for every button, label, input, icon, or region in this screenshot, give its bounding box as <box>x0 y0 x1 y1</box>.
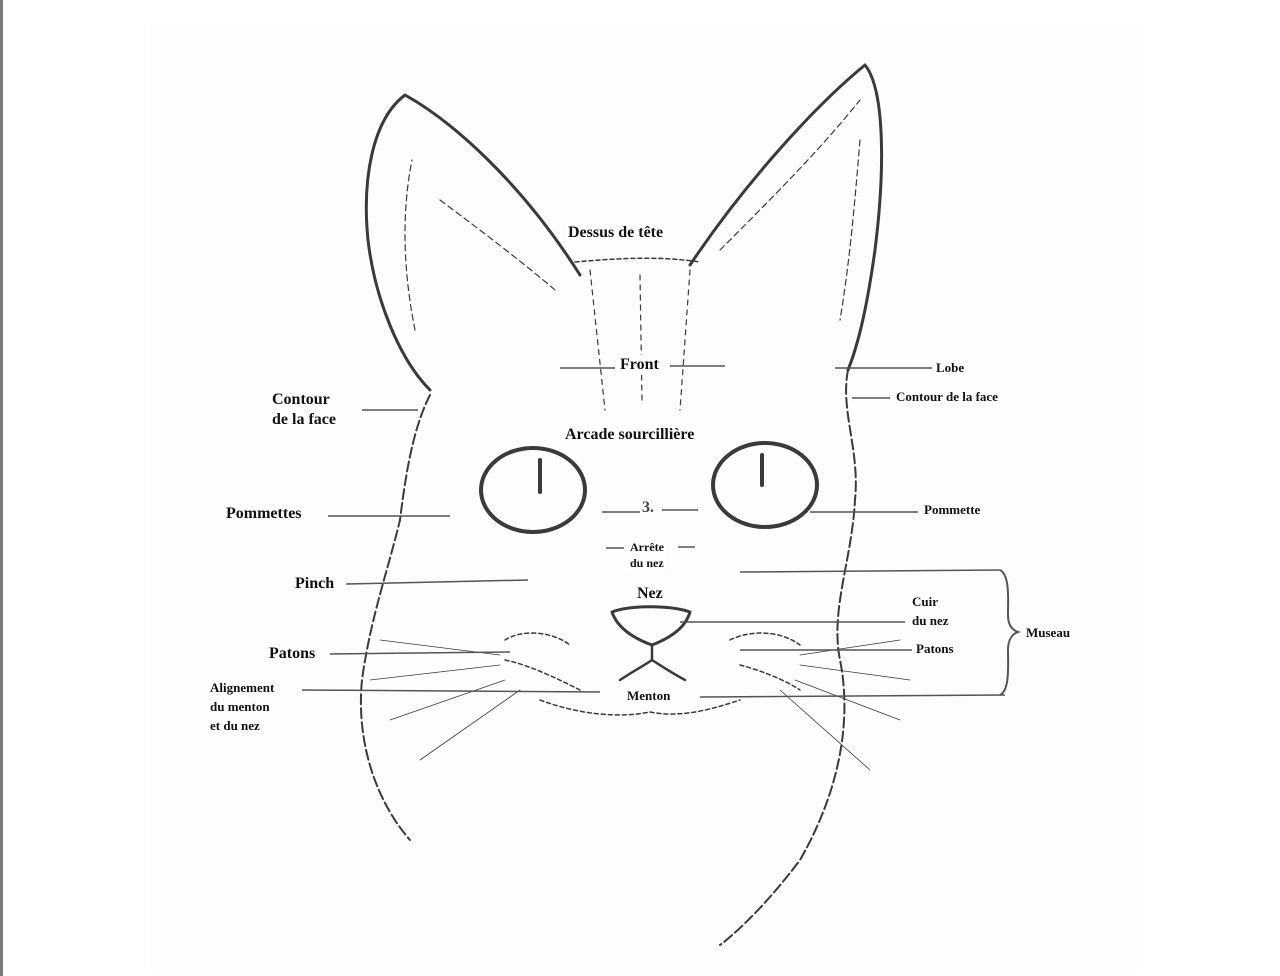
label-pommettes: Pommettes <box>226 505 302 522</box>
nose-leather <box>610 605 692 647</box>
right-ear-inner <box>719 99 861 321</box>
label-front: Front <box>618 355 661 375</box>
label-patons-left: Patons <box>269 645 316 662</box>
head-top-line <box>574 257 701 263</box>
label-patons-right: Patons <box>916 641 954 656</box>
label-nez: Nez <box>635 584 665 604</box>
label-menton: Menton <box>625 688 673 705</box>
museau-brace <box>999 569 1022 696</box>
face-contour-left <box>359 394 431 841</box>
label-lobe: Lobe <box>936 360 965 375</box>
label-arrete-du-nez: Arrête du nez <box>628 539 666 572</box>
face-contour-right <box>719 369 857 946</box>
label-contour-de-la-face-right: Contour de la face <box>896 389 998 404</box>
window-left-border <box>0 0 3 976</box>
label-arcade-sourcilliere: Arcade sourcillière <box>563 425 697 445</box>
label-museau: Museau <box>1026 625 1071 640</box>
label-pinch: Pinch <box>295 575 335 592</box>
label-pommette: Pommette <box>924 502 981 517</box>
right-ear-outline <box>688 63 884 372</box>
label-contour-de-la-face-left: Contour de la face <box>272 391 336 428</box>
label-cuir-du-nez: Cuir du nez <box>912 594 949 628</box>
left-ear-outline <box>364 93 582 392</box>
right-eye <box>711 441 819 529</box>
diagram-canvas <box>150 25 1140 970</box>
label-alignement-du-menton-et-du-nez: Alignement du menton et du nez <box>210 680 275 733</box>
label-dessus-de-tete: Dessus de tête <box>566 223 666 243</box>
left-ear-inner <box>404 159 556 331</box>
left-eye <box>479 446 587 534</box>
label-stop-mark: 3. <box>642 499 654 516</box>
mouth <box>618 643 687 682</box>
